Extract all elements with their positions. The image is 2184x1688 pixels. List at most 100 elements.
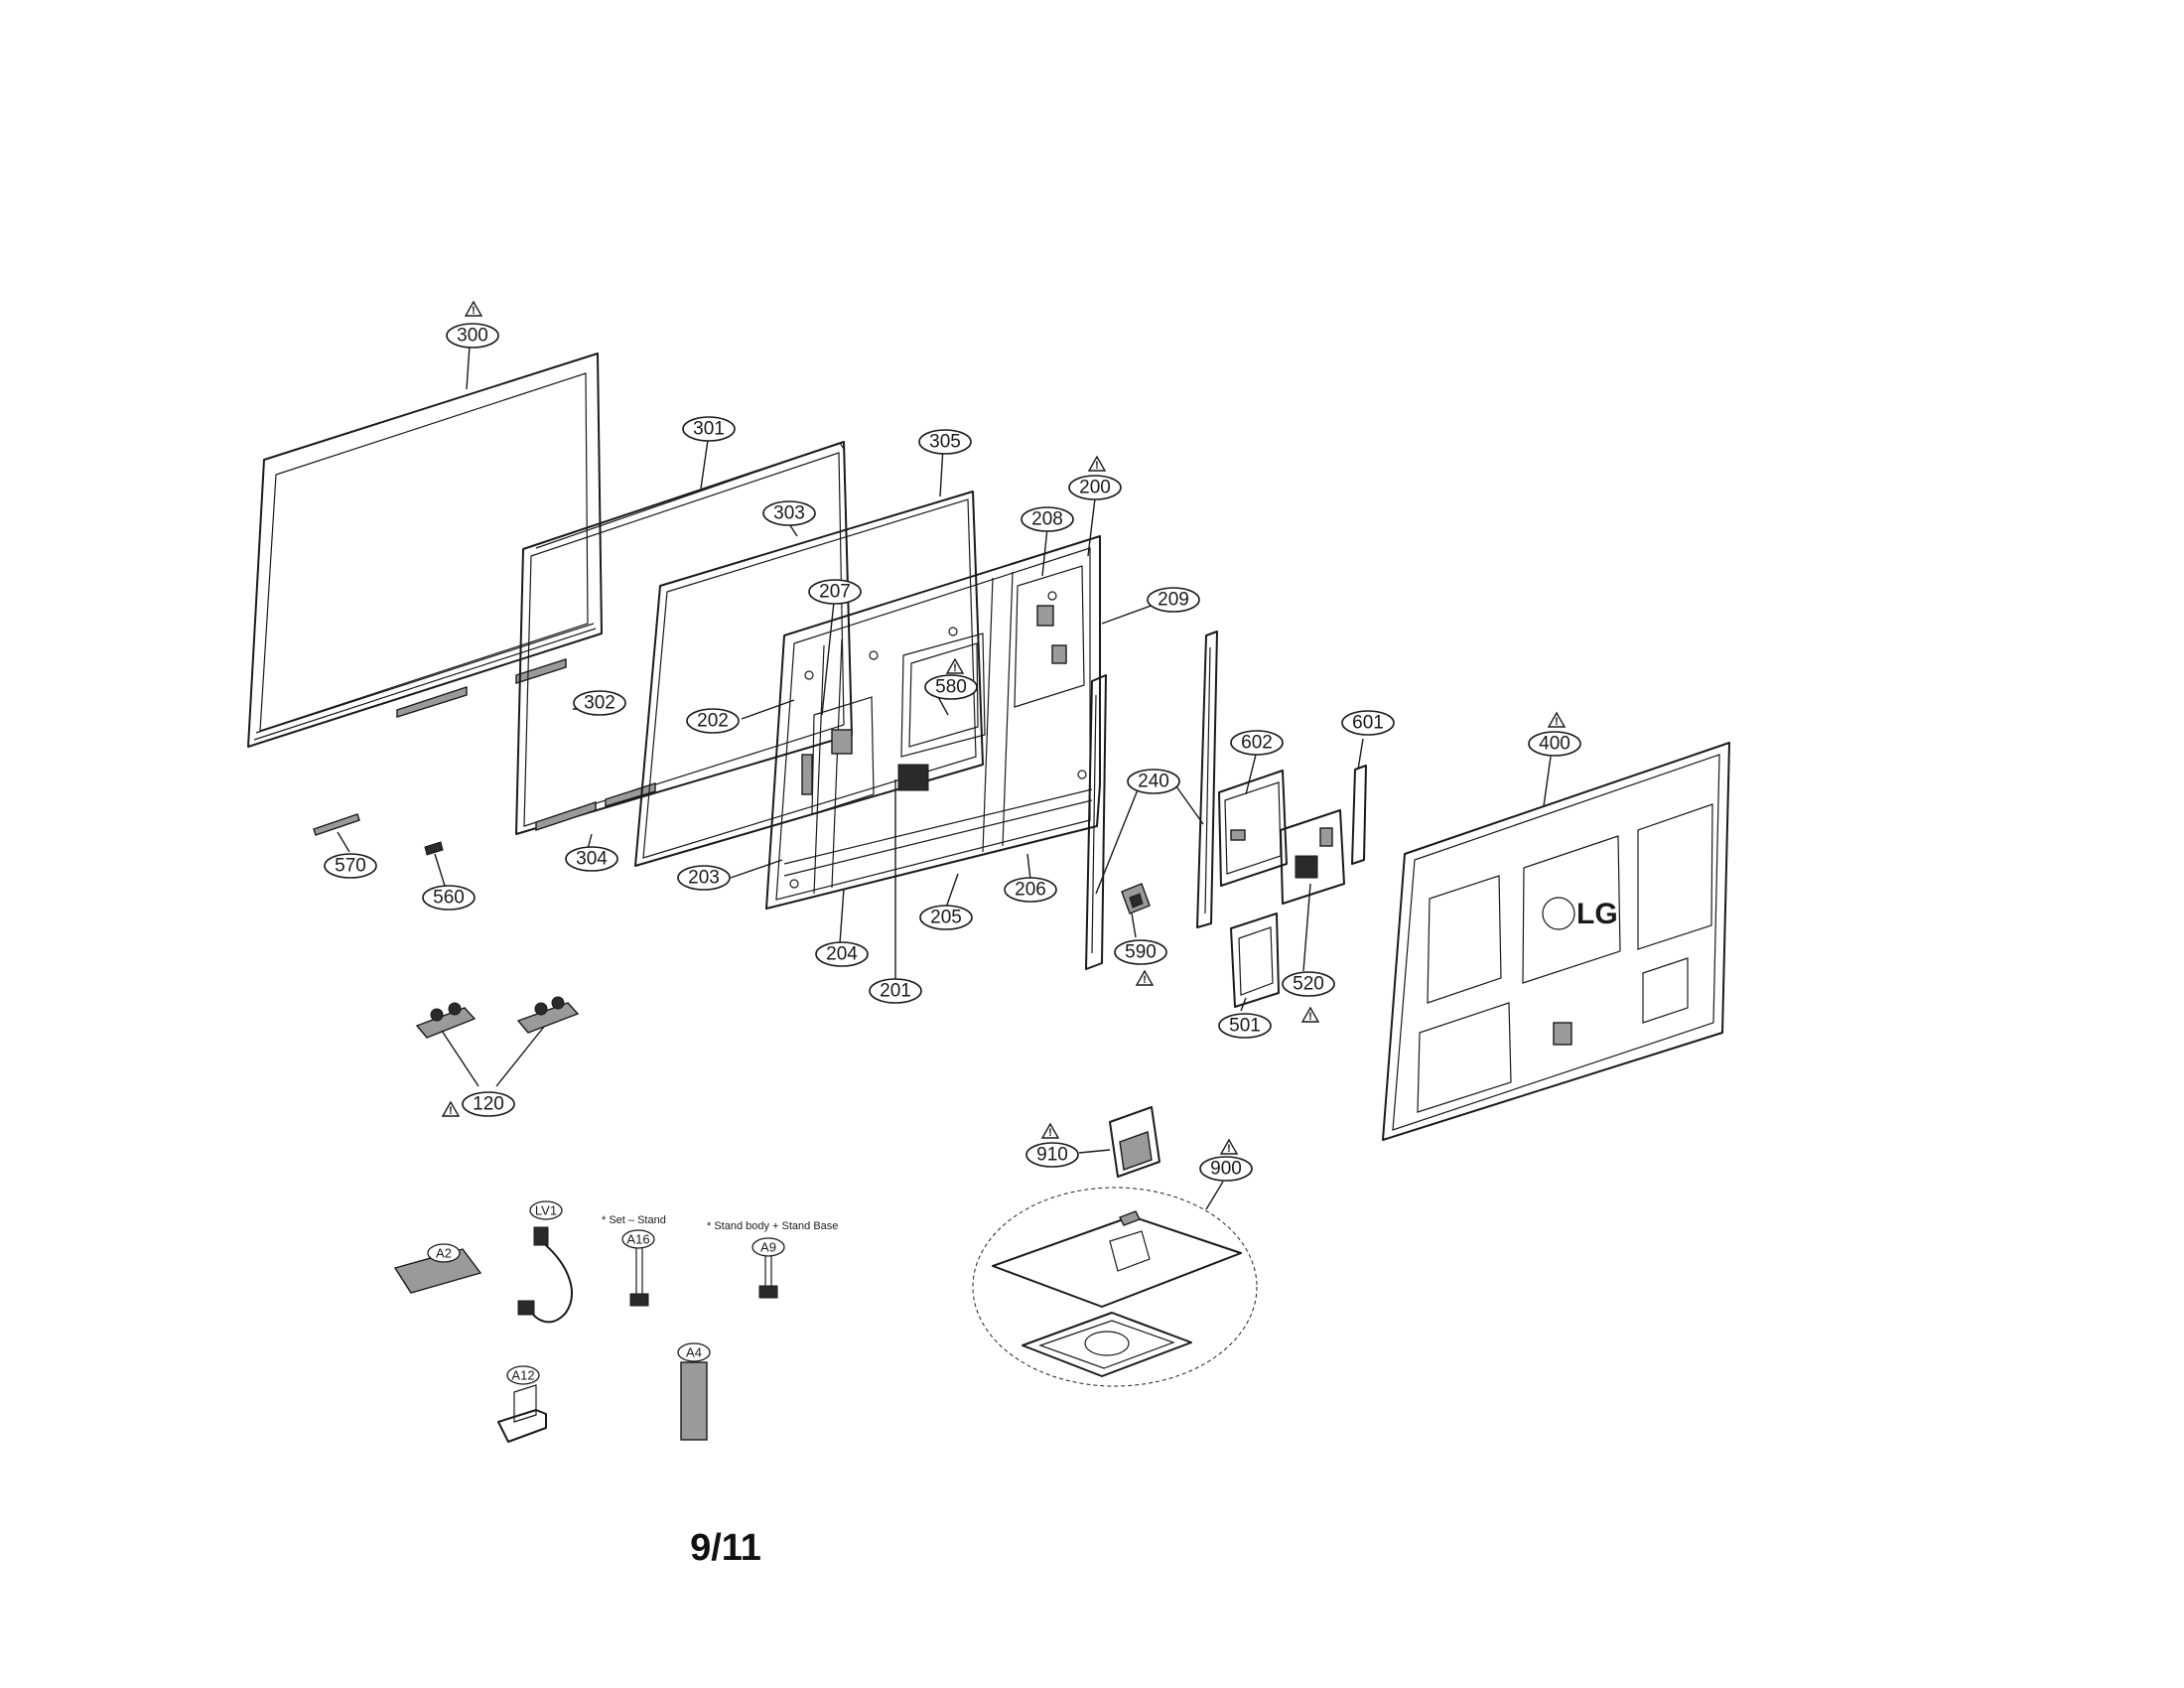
note-stand-body-base: * Stand body + Stand Base xyxy=(707,1220,838,1232)
part-305-panel-sheet xyxy=(634,491,984,867)
svg-text:205: 205 xyxy=(930,908,962,928)
accessory-A12-bracket xyxy=(497,1384,547,1443)
accessory-A16-screw xyxy=(629,1245,649,1307)
svg-text:602: 602 xyxy=(1241,733,1273,754)
part-240-side-bars xyxy=(1085,631,1218,970)
part-900-stand-assembly xyxy=(972,1187,1258,1387)
warning-icon: ! xyxy=(1087,455,1107,472)
part-602-board xyxy=(1218,770,1288,887)
svg-text:601: 601 xyxy=(1352,713,1384,734)
svg-text:303: 303 xyxy=(773,503,805,524)
label-200: 200 xyxy=(1068,475,1122,500)
svg-text:A16: A16 xyxy=(626,1232,649,1247)
label-A9: A9 xyxy=(751,1237,785,1257)
accessory-A9-screw xyxy=(758,1252,778,1299)
label-203: 203 xyxy=(677,865,731,891)
svg-text:580: 580 xyxy=(935,677,967,698)
svg-text:501: 501 xyxy=(1229,1016,1261,1037)
part-570-strip xyxy=(313,813,360,836)
label-205: 205 xyxy=(919,905,973,930)
svg-text:400: 400 xyxy=(1539,734,1570,755)
svg-text:!: ! xyxy=(1048,1127,1052,1139)
label-560: 560 xyxy=(422,885,476,911)
accessory-A4-pad xyxy=(680,1361,708,1441)
label-240: 240 xyxy=(1127,769,1180,794)
part-910-stand-neck xyxy=(1109,1106,1160,1178)
svg-text:120: 120 xyxy=(473,1094,504,1115)
label-A4: A4 xyxy=(677,1342,711,1362)
svg-text:A9: A9 xyxy=(760,1240,776,1255)
label-LV1: LV1 xyxy=(529,1200,563,1220)
svg-text:900: 900 xyxy=(1210,1159,1242,1180)
warning-icon: ! xyxy=(464,300,483,317)
label-301: 301 xyxy=(682,416,736,442)
label-120: 120 xyxy=(462,1091,515,1117)
label-303: 303 xyxy=(762,500,816,526)
svg-text:207: 207 xyxy=(819,582,851,603)
label-400: 400 xyxy=(1528,731,1581,757)
part-590-module xyxy=(1121,883,1151,914)
svg-text:203: 203 xyxy=(688,868,720,889)
svg-text:910: 910 xyxy=(1036,1145,1068,1166)
back-cover-logo: LG xyxy=(1576,898,1618,930)
label-300: 300 xyxy=(446,323,499,349)
svg-text:200: 200 xyxy=(1079,478,1111,498)
svg-text:208: 208 xyxy=(1031,509,1063,530)
page-number: 9/11 xyxy=(690,1527,761,1569)
label-206: 206 xyxy=(1004,877,1057,903)
accessory-LV1-cable xyxy=(517,1226,573,1324)
svg-text:LV1: LV1 xyxy=(535,1203,557,1218)
svg-text:304: 304 xyxy=(576,849,608,870)
label-602: 602 xyxy=(1230,730,1284,756)
part-501-bracket xyxy=(1230,913,1280,1008)
svg-text:!: ! xyxy=(1095,460,1099,472)
svg-text:A2: A2 xyxy=(436,1246,452,1261)
svg-text:!: ! xyxy=(953,662,957,674)
label-A16: A16 xyxy=(621,1229,655,1249)
warning-icon: ! xyxy=(1219,1138,1239,1155)
part-300-front-bezel xyxy=(247,352,603,748)
svg-text:204: 204 xyxy=(826,944,858,965)
label-501: 501 xyxy=(1218,1013,1272,1039)
svg-text:201: 201 xyxy=(880,981,911,1002)
warning-icon: ! xyxy=(945,657,965,674)
label-A12: A12 xyxy=(506,1365,540,1385)
svg-text:520: 520 xyxy=(1293,974,1324,995)
svg-text:202: 202 xyxy=(697,711,729,732)
warning-icon: ! xyxy=(1547,711,1567,728)
label-305: 305 xyxy=(918,429,972,455)
part-560-clip xyxy=(424,841,444,856)
part-200-main-chassis xyxy=(765,535,1101,910)
label-A2: A2 xyxy=(427,1243,461,1263)
label-520: 520 xyxy=(1282,971,1335,997)
label-201: 201 xyxy=(869,978,922,1004)
svg-text:!: ! xyxy=(472,305,476,317)
label-302: 302 xyxy=(573,690,626,716)
svg-text:302: 302 xyxy=(584,693,615,714)
svg-text:570: 570 xyxy=(335,856,366,877)
svg-text:301: 301 xyxy=(693,419,725,440)
svg-text:!: ! xyxy=(1308,1011,1312,1023)
svg-text:240: 240 xyxy=(1138,772,1169,792)
part-120-speakers xyxy=(415,996,580,1039)
svg-text:!: ! xyxy=(449,1105,453,1117)
note-set-stand: * Set – Stand xyxy=(602,1214,666,1226)
label-580: 580 xyxy=(924,674,978,700)
label-900: 900 xyxy=(1199,1156,1253,1182)
warning-icon: ! xyxy=(1040,1122,1060,1139)
label-209: 209 xyxy=(1147,587,1200,613)
label-202: 202 xyxy=(686,708,740,734)
svg-text:!: ! xyxy=(1143,974,1147,986)
svg-text:590: 590 xyxy=(1125,942,1157,963)
svg-text:A12: A12 xyxy=(511,1368,534,1383)
label-204: 204 xyxy=(815,941,869,967)
svg-text:305: 305 xyxy=(929,432,961,453)
svg-text:!: ! xyxy=(1555,716,1559,728)
svg-text:209: 209 xyxy=(1158,590,1189,611)
part-601-bar xyxy=(1351,765,1367,865)
svg-text:560: 560 xyxy=(433,888,465,909)
label-910: 910 xyxy=(1025,1142,1079,1168)
label-590: 590 xyxy=(1114,939,1167,965)
warning-icon: ! xyxy=(1135,969,1155,986)
svg-text:!: ! xyxy=(1227,1143,1231,1155)
